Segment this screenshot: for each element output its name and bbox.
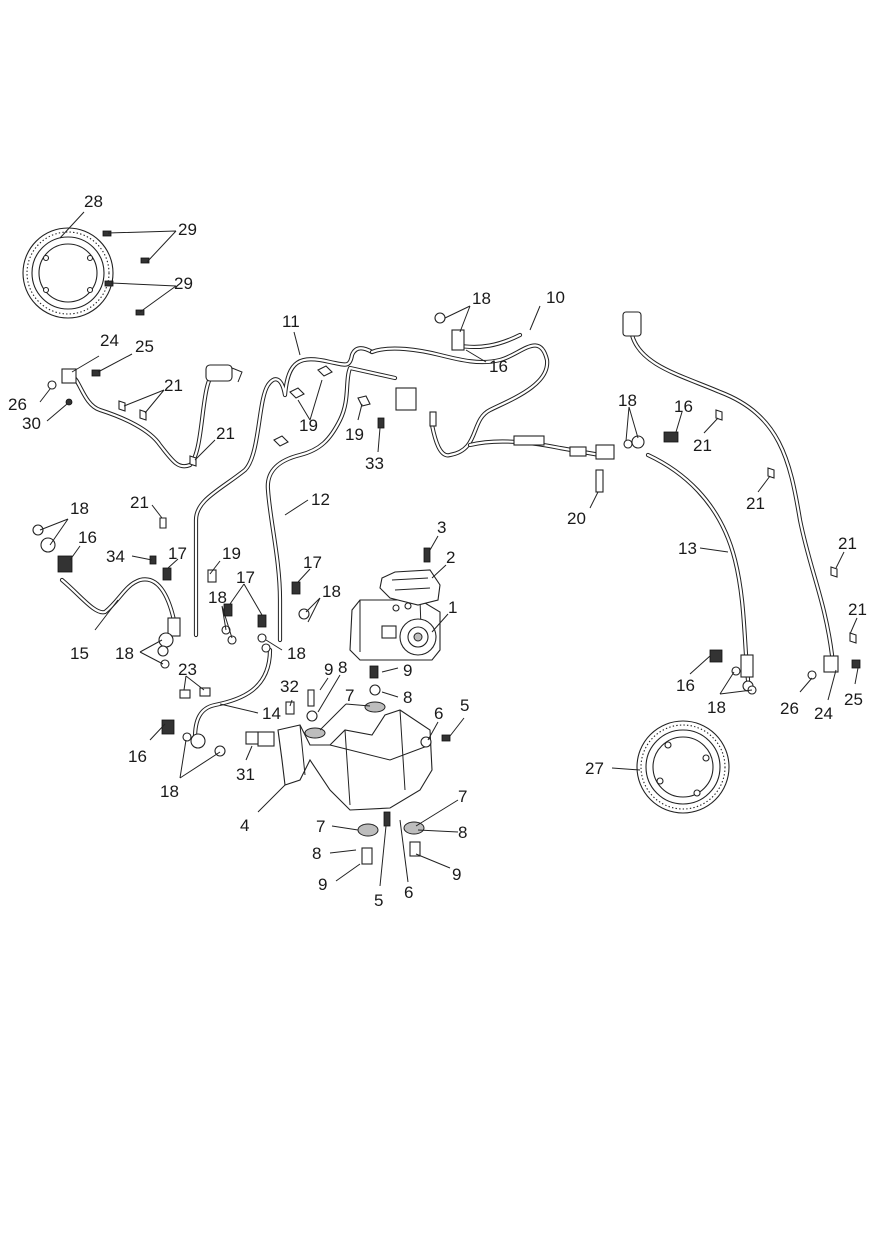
callout-8: 8 bbox=[403, 688, 412, 707]
tone-ring-front bbox=[22, 227, 114, 319]
callout-18: 18 bbox=[707, 698, 726, 717]
brake-hose-15 bbox=[59, 577, 181, 648]
callout-17: 17 bbox=[236, 568, 255, 587]
callout-19: 19 bbox=[222, 544, 241, 563]
leader-lines bbox=[39, 211, 859, 887]
callout-28: 28 bbox=[84, 192, 103, 211]
brake-hose-14 bbox=[190, 647, 273, 749]
callout-15: 15 bbox=[70, 644, 89, 663]
callout-18: 18 bbox=[208, 588, 227, 607]
callout-18: 18 bbox=[287, 644, 306, 663]
callout-25: 25 bbox=[135, 337, 154, 356]
callout-7: 7 bbox=[316, 817, 325, 836]
callout-10: 10 bbox=[546, 288, 565, 307]
callout-26: 26 bbox=[8, 395, 27, 414]
rear-wheel-speed-sensor-harness bbox=[622, 311, 839, 673]
callout-9: 9 bbox=[452, 865, 461, 884]
callout-27: 27 bbox=[585, 759, 604, 778]
callout-8: 8 bbox=[338, 658, 347, 677]
callout-7: 7 bbox=[345, 686, 354, 705]
callout-21: 21 bbox=[130, 493, 149, 512]
callout-6: 6 bbox=[404, 883, 413, 902]
rear-sensor-connector bbox=[622, 311, 642, 337]
tone-ring-rear bbox=[636, 720, 730, 814]
callout-8: 8 bbox=[312, 844, 321, 863]
callout-32: 32 bbox=[280, 677, 299, 696]
callout-33: 33 bbox=[365, 454, 384, 473]
callout-16: 16 bbox=[489, 357, 508, 376]
callout-21: 21 bbox=[164, 376, 183, 395]
callout-2: 2 bbox=[446, 548, 455, 567]
callout-18: 18 bbox=[115, 644, 134, 663]
callout-1: 1 bbox=[448, 598, 457, 617]
callout-26: 26 bbox=[780, 699, 799, 718]
abs-ecu-cover bbox=[379, 547, 441, 606]
brake-pipe-11 bbox=[193, 346, 375, 638]
rear-sensor-body bbox=[823, 655, 839, 673]
callout-14: 14 bbox=[262, 704, 281, 723]
callout-34: 34 bbox=[106, 547, 125, 566]
callout-12: 12 bbox=[311, 490, 330, 509]
callout-13: 13 bbox=[678, 539, 697, 558]
callout-31: 31 bbox=[236, 765, 255, 784]
callout-18: 18 bbox=[618, 391, 637, 410]
callout-19: 19 bbox=[345, 425, 364, 444]
callout-18: 18 bbox=[70, 499, 89, 518]
brake-pipe-long-rear bbox=[467, 435, 615, 460]
callout-29: 29 bbox=[174, 274, 193, 293]
callout-21: 21 bbox=[838, 534, 857, 553]
callout-21: 21 bbox=[746, 494, 765, 513]
callout-16: 16 bbox=[676, 676, 695, 695]
callout-24: 24 bbox=[100, 331, 119, 350]
brake-hose-13 bbox=[645, 452, 754, 692]
callout-6: 6 bbox=[434, 704, 443, 723]
callout-8: 8 bbox=[458, 823, 467, 842]
callout-30: 30 bbox=[22, 414, 41, 433]
callout-21: 21 bbox=[216, 424, 235, 443]
callout-5: 5 bbox=[374, 891, 383, 910]
callout-4: 4 bbox=[240, 816, 249, 835]
callout-16: 16 bbox=[674, 397, 693, 416]
callout-9: 9 bbox=[403, 661, 412, 680]
callout-25: 25 bbox=[844, 690, 863, 709]
callout-11: 11 bbox=[282, 312, 300, 331]
callout-18: 18 bbox=[472, 289, 491, 308]
sensor-connector bbox=[205, 364, 233, 382]
callout-29: 29 bbox=[178, 220, 197, 239]
callout-17: 17 bbox=[303, 553, 322, 572]
abs-mounting-bracket bbox=[257, 665, 451, 865]
callout-24: 24 bbox=[814, 704, 833, 723]
callout-3: 3 bbox=[437, 518, 446, 537]
callout-17: 17 bbox=[168, 544, 187, 563]
callout-16: 16 bbox=[78, 528, 97, 547]
callout-20: 20 bbox=[567, 509, 586, 528]
callout-9: 9 bbox=[324, 660, 333, 679]
abs-modulator-unit bbox=[349, 599, 441, 661]
callout-21: 21 bbox=[693, 436, 712, 455]
callout-5: 5 bbox=[460, 696, 469, 715]
callout-23: 23 bbox=[178, 660, 197, 679]
front-wheel-speed-sensor-harness bbox=[61, 364, 243, 469]
callout-7: 7 bbox=[458, 787, 467, 806]
callout-9: 9 bbox=[318, 875, 327, 894]
callout-21: 21 bbox=[848, 600, 867, 619]
callout-19: 19 bbox=[299, 416, 318, 435]
sensor-body bbox=[61, 368, 77, 384]
callout-labels: 28 29 29 24 25 26 30 21 21 11 19 19 33 1… bbox=[8, 192, 867, 910]
callout-18: 18 bbox=[322, 582, 341, 601]
brake-pipe-12 bbox=[265, 365, 398, 643]
callout-16: 16 bbox=[128, 747, 147, 766]
fasteners-and-clips bbox=[32, 230, 861, 757]
callout-18: 18 bbox=[160, 782, 179, 801]
